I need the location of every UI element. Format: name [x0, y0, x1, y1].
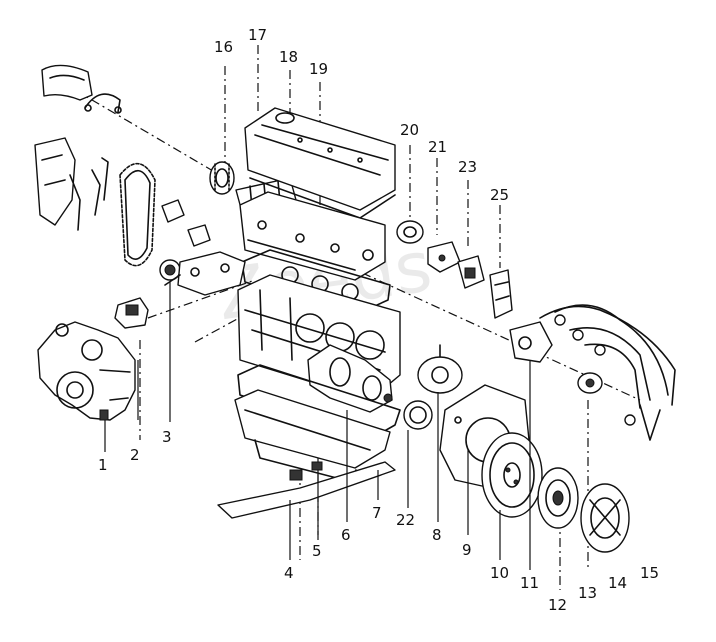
- callout-1: 1: [98, 456, 108, 474]
- pressure-plate: [580, 483, 630, 553]
- callout-13: 13: [578, 584, 597, 602]
- clutch-disc: [537, 467, 579, 529]
- cylinder-head: [239, 191, 386, 281]
- callout-22: 22: [396, 511, 415, 529]
- rear-oil-seal: [403, 400, 433, 430]
- water-pump-housing: [37, 321, 136, 421]
- callout-6: 6: [341, 526, 351, 544]
- timing-cover-rear: [34, 137, 109, 231]
- callout-5: 5: [312, 542, 322, 560]
- callout-9: 9: [462, 541, 472, 559]
- bearing-block-left: [161, 199, 211, 247]
- timing-cover-upper: [41, 64, 122, 114]
- cylinder-head-cover: [244, 107, 396, 219]
- callout-20: 20: [400, 121, 419, 139]
- oil-pan-gasket: [237, 364, 401, 439]
- crankshaft: [307, 344, 393, 413]
- thermostat-housing: [114, 297, 149, 420]
- pump-body: [417, 344, 463, 394]
- camshaft-sprocket: [209, 161, 235, 195]
- callout-16: 16: [214, 38, 233, 56]
- mounting-bracket: [427, 241, 461, 273]
- callout-7: 7: [372, 504, 382, 522]
- callout-21: 21: [428, 138, 447, 156]
- tensioner-roller: [396, 220, 424, 244]
- callout-8: 8: [432, 526, 442, 544]
- sensor-housing: [457, 255, 485, 289]
- oil-pan: [234, 389, 391, 483]
- callout-12: 12: [548, 596, 567, 614]
- sump-guard: [217, 461, 396, 519]
- distributor-rotor: [577, 372, 603, 394]
- callout-17: 17: [248, 26, 267, 44]
- idler-pulley: [159, 259, 181, 422]
- callout-25: 25: [490, 186, 509, 204]
- callout-11: 11: [520, 574, 539, 592]
- callout-4: 4: [284, 564, 294, 582]
- exhaust-manifold: [164, 251, 246, 296]
- callout-15: 15: [640, 564, 659, 582]
- timing-belt: [119, 162, 156, 267]
- callout-3: 3: [162, 428, 172, 446]
- fuel-pump: [489, 269, 513, 319]
- flywheel: [481, 432, 543, 518]
- callout-18: 18: [279, 48, 298, 66]
- callout-14: 14: [608, 574, 627, 592]
- distributor: [509, 321, 553, 363]
- callout-10: 10: [490, 564, 509, 582]
- callout-19: 19: [309, 60, 328, 78]
- callout-labels: 1 2 3 4 5 6 7 8 9 10 11 12 13 14 15 16 1…: [98, 26, 659, 614]
- callout-22-top: 23: [458, 158, 477, 176]
- ignition-leads: [539, 304, 676, 441]
- callout-2: 2: [130, 446, 140, 464]
- leader-lines: [104, 360, 531, 570]
